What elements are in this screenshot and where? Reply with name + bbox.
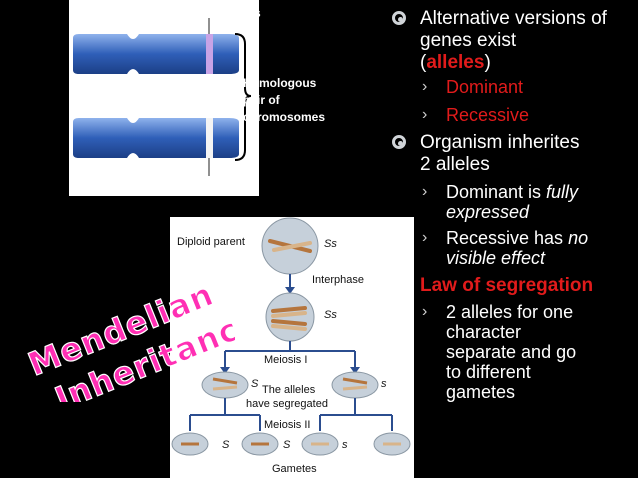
chevron-right-icon: › xyxy=(422,78,428,95)
svg-text:S: S xyxy=(251,378,259,390)
alleles-segregated-line1: The alleles xyxy=(262,384,316,396)
bullet-inherits: Organism inherites 2 alleles xyxy=(392,132,638,176)
chevron-right-icon: › xyxy=(422,303,428,320)
svg-text:S: S xyxy=(222,439,230,451)
diploid-parent-label: Diploid parent xyxy=(177,236,245,248)
alleles-keyword: alleles xyxy=(426,52,485,73)
chevron-right-icon: › xyxy=(422,229,428,246)
bullet-alleles: Alternative versions of genes exist (all… xyxy=(392,8,638,74)
bullet-circle-icon xyxy=(392,11,406,25)
sub-bullet-segregation: › 2 alleles for one character separate a… xyxy=(422,302,577,402)
bullet-law-of-segregation: Law of segregation xyxy=(392,275,638,296)
chevron-right-icon: › xyxy=(422,106,428,123)
white-allele-band xyxy=(206,118,213,158)
mendelian-inheritance-wordart: Mendelian Inheritance xyxy=(22,274,235,402)
svg-text:s: s xyxy=(381,378,387,390)
meiosis-i-label: Meiosis I xyxy=(264,354,307,366)
homologous-pair-label: Homologous pair of chromosomes xyxy=(243,76,326,124)
sub-bullet-recessive-effect: › Recessive has no visible effect xyxy=(422,228,589,268)
sub-bullet-dominant: › Dominant xyxy=(422,77,524,97)
gametes-label: Gametes xyxy=(272,463,317,475)
meiosis-ii-label: Meiosis II xyxy=(264,419,310,431)
figure-background xyxy=(69,0,259,196)
chromosome-figure xyxy=(69,0,259,196)
white-allele-label: Allele for white flowers xyxy=(120,178,251,192)
sub-bullet-dominant-expressed: › Dominant is fully expressed xyxy=(422,182,579,222)
bullet-circle-icon xyxy=(392,135,406,149)
svg-text:Ss: Ss xyxy=(324,238,337,250)
meiosis-diagram: Diploid parent Ss Interphase Ss Meiosis … xyxy=(170,217,414,478)
interphase-label: Interphase xyxy=(312,274,364,286)
purple-allele-band xyxy=(206,34,213,74)
svg-text:Ss: Ss xyxy=(324,309,337,321)
sub-bullet-recessive: › Recessive xyxy=(422,105,530,125)
bullet-list: Alternative versions of genes exist (all… xyxy=(392,8,638,402)
purple-allele-label: Allele for purple flowers xyxy=(124,6,261,20)
svg-text:S: S xyxy=(283,439,291,451)
chromosome-top xyxy=(73,34,239,74)
brace xyxy=(234,33,252,161)
svg-text:s: s xyxy=(342,439,348,451)
chromosome-bottom xyxy=(73,118,239,158)
alleles-segregated-line2: have segregated xyxy=(246,398,328,410)
chevron-right-icon: › xyxy=(422,183,428,200)
